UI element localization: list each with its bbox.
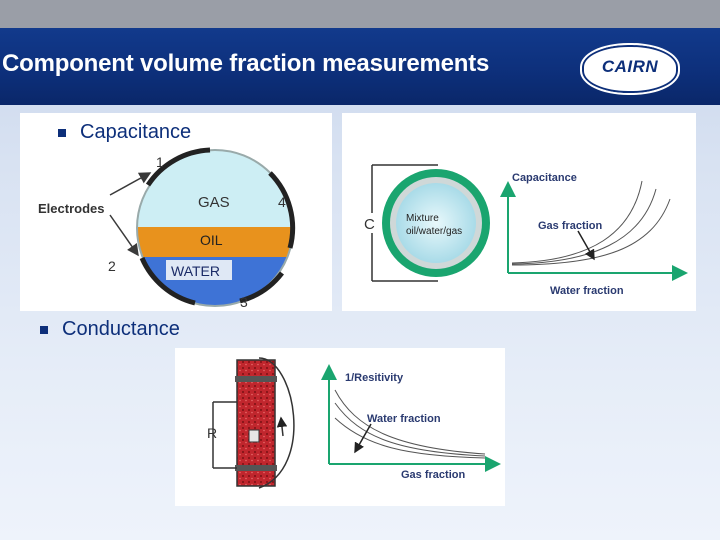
conductance-panel: R 1/Resitivity Water fraction Gas fracti…	[175, 348, 505, 506]
mixture-label: Mixture	[406, 213, 439, 224]
bullet-marker-conductance	[40, 326, 48, 334]
c-label: C	[364, 216, 375, 233]
electrode-number-4: 4	[278, 194, 286, 210]
oil-label: OIL	[200, 232, 223, 248]
gas-fraction-axis-label: Gas fraction	[401, 469, 465, 481]
electrode-number-3: 3	[240, 294, 248, 310]
capacitance-sensor-panel: Capacitance Electrodes 1 4 2 3 GAS OIL W…	[20, 113, 332, 311]
electrode-number-2: 2	[108, 258, 116, 274]
electrode-1	[145, 147, 211, 187]
capacitance-graph-panel: C Mixture oil/water/gas Capacitance Gas …	[342, 113, 696, 311]
electrode-2	[139, 256, 196, 306]
top-strip	[0, 0, 720, 28]
cairn-logo: CAIRN	[580, 43, 680, 95]
capacitance-schematic: C Mixture oil/water/gas	[360, 164, 490, 282]
water-label: WATER	[171, 263, 220, 279]
logo-text: CAIRN	[601, 57, 659, 76]
conductance-schematic: R	[207, 357, 295, 489]
oil-layer	[137, 227, 293, 257]
resistivity-axis-label: 1/Resitivity	[345, 372, 404, 384]
water-fraction-axis-label: Water fraction	[550, 285, 624, 297]
water-fraction-curve-label: Water fraction	[367, 413, 441, 425]
electrodes-label: Electrodes	[38, 201, 104, 216]
electrode-3	[239, 271, 284, 304]
bullet-marker-capacitance	[58, 129, 66, 137]
capacitance-sensor-diagram: Electrodes 1 4 2 3 GAS OIL WATER	[38, 147, 296, 310]
title-bar: Component volume fraction measurements C…	[0, 28, 720, 105]
mixture-components-label: oil/water/gas	[406, 226, 462, 237]
bullet-capacitance: Capacitance	[80, 121, 192, 143]
gas-label: GAS	[198, 194, 230, 211]
capacitance-graph: Capacitance Gas fraction Water fraction	[500, 172, 688, 297]
r-label: R	[207, 425, 217, 441]
electrode-number-1: 1	[156, 154, 164, 170]
bullet-conductance: Conductance	[62, 318, 180, 340]
gas-fraction-curve-label: Gas fraction	[538, 220, 602, 232]
conductance-graph: 1/Resitivity Water fraction Gas fraction	[321, 364, 501, 481]
capacitance-axis-label: Capacitance	[512, 172, 577, 184]
slide-title: Component volume fraction measurements	[2, 50, 490, 77]
electrode-4	[268, 171, 296, 249]
